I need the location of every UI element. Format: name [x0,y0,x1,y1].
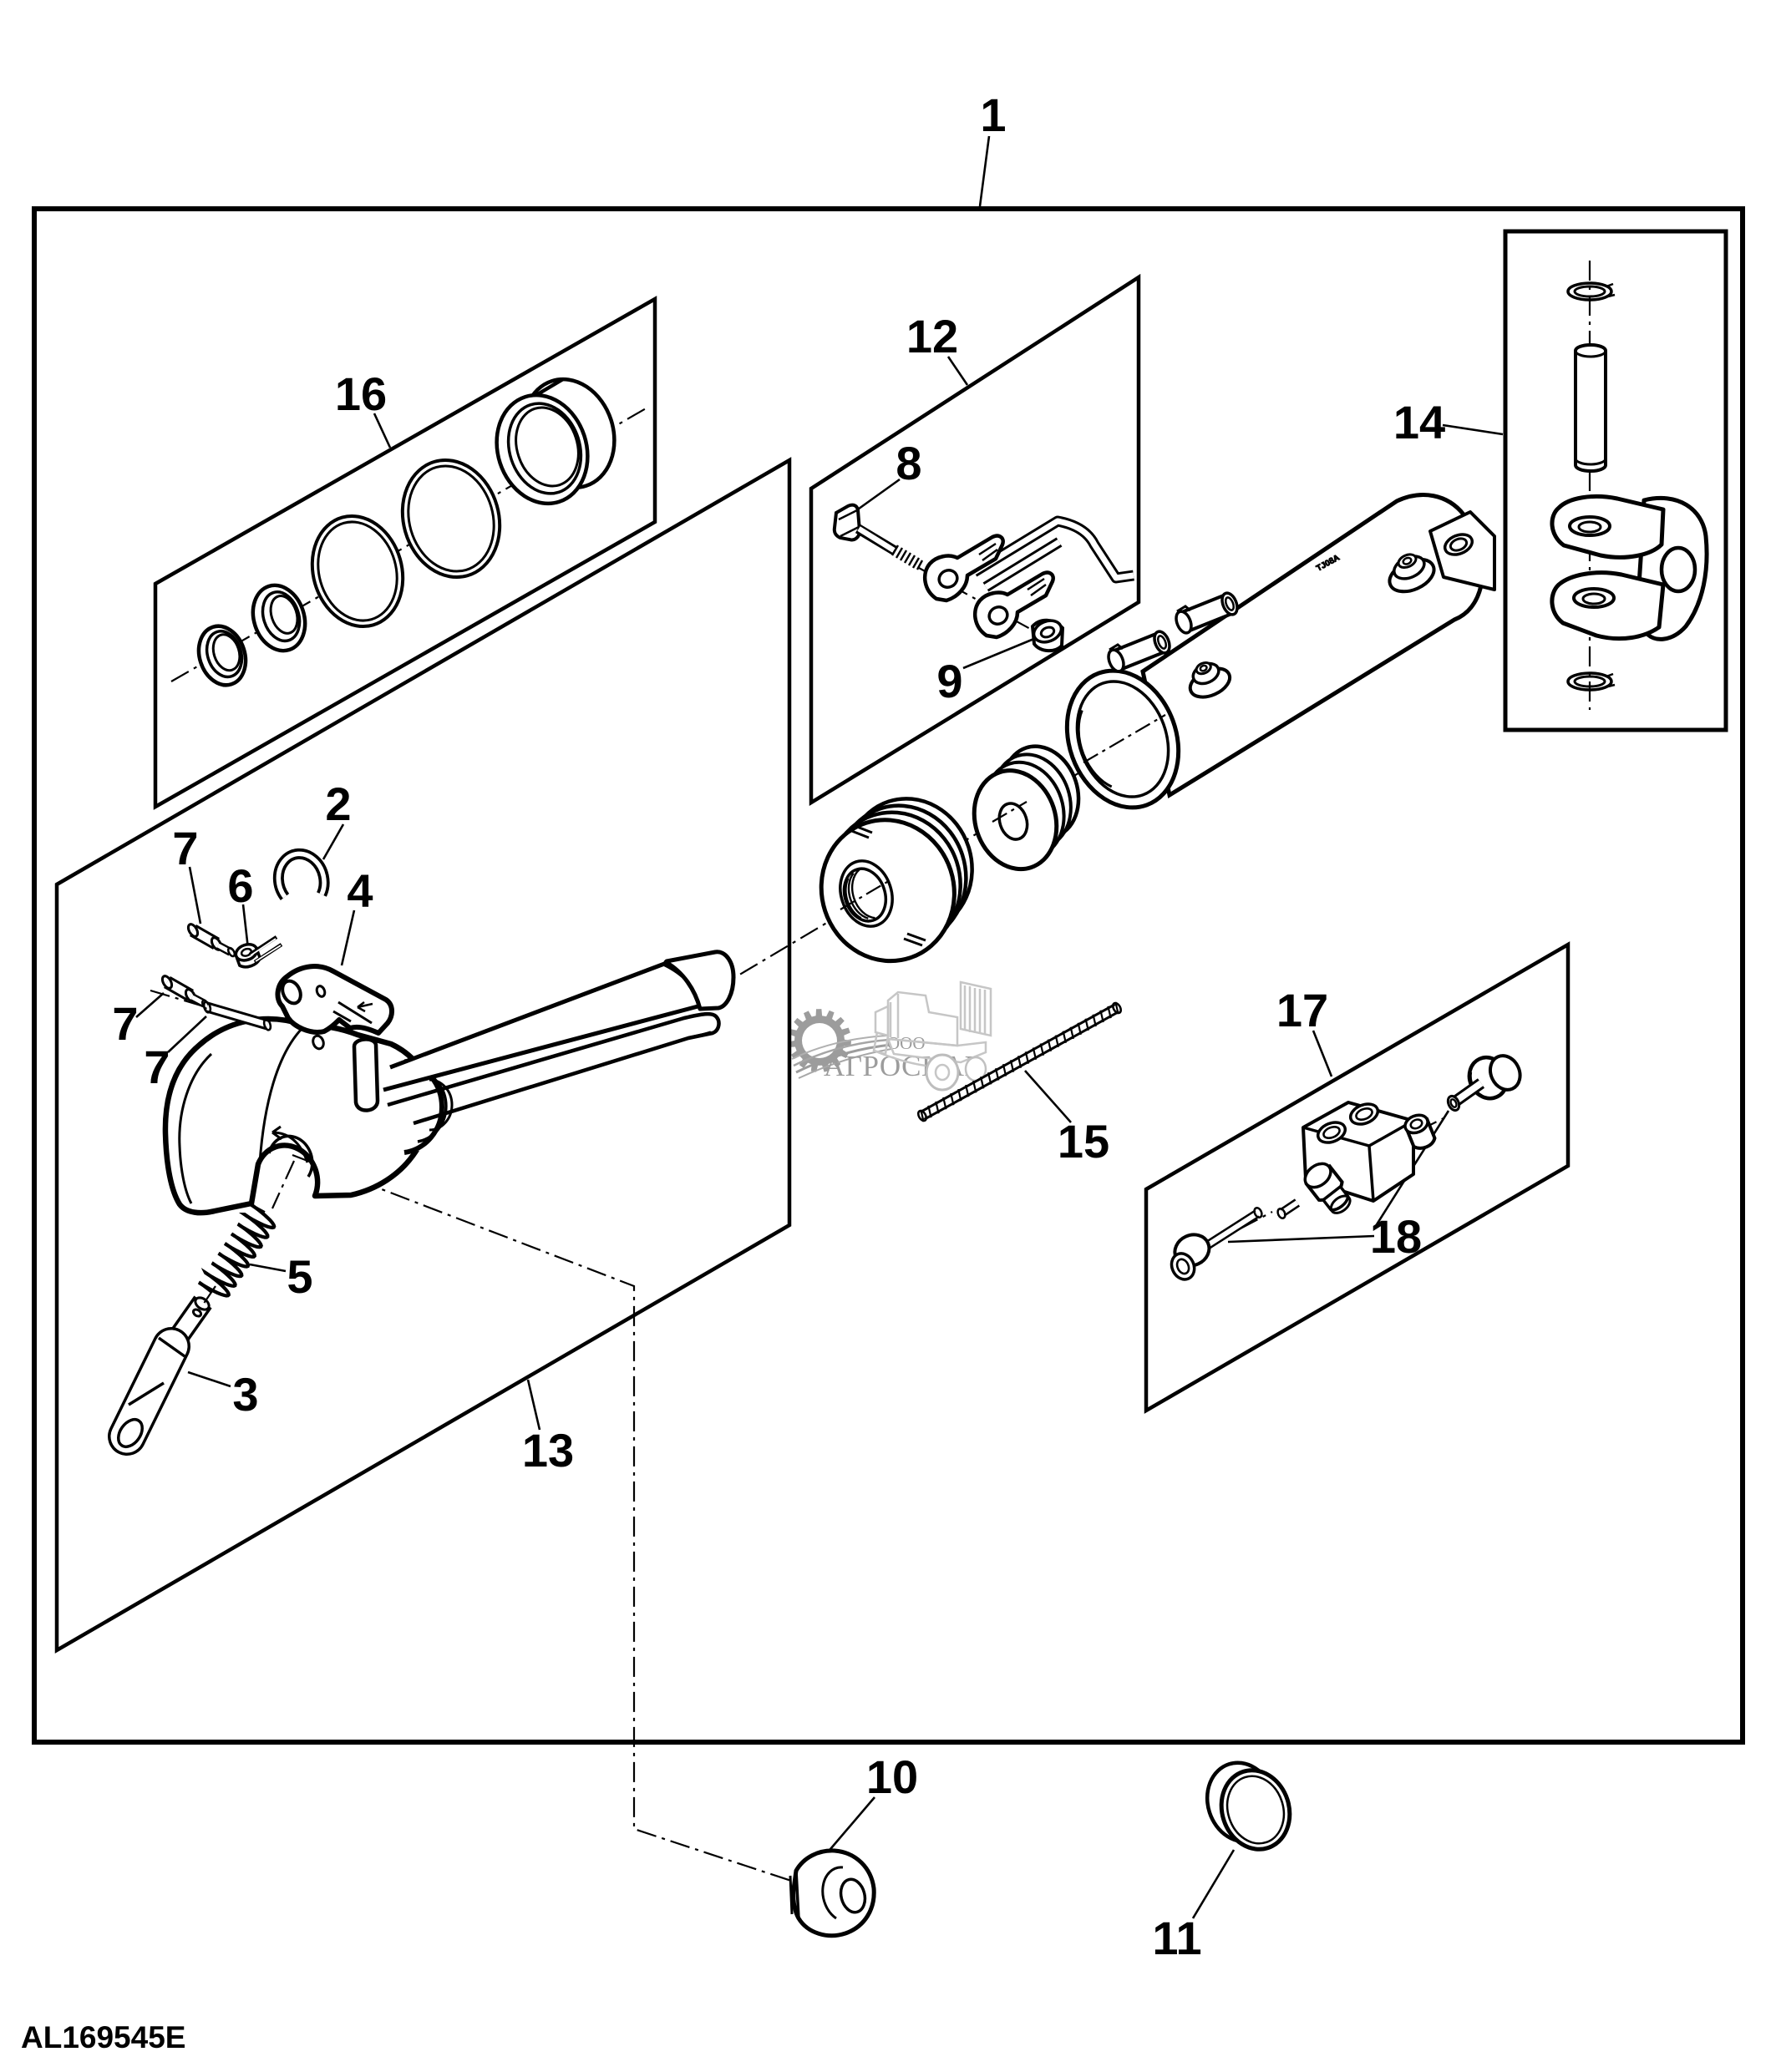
svg-text:17: 17 [1276,984,1328,1036]
svg-text:10: 10 [866,1750,918,1803]
svg-text:9: 9 [936,655,962,707]
svg-text:6: 6 [227,859,253,912]
svg-text:8: 8 [896,437,921,489]
svg-text:1: 1 [980,89,1006,141]
svg-text:13: 13 [522,1424,574,1477]
svg-text:4: 4 [347,864,373,917]
svg-text:AL169545E: AL169545E [21,2020,185,2054]
svg-text:3: 3 [232,1368,258,1421]
svg-text:12: 12 [906,310,958,362]
svg-text:14: 14 [1393,396,1445,448]
svg-text:2: 2 [325,778,351,830]
svg-text:7: 7 [144,1041,170,1093]
svg-text:OOO: OOO [887,1033,926,1053]
svg-text:7: 7 [172,822,198,874]
svg-text:7: 7 [112,997,138,1050]
svg-text:15: 15 [1058,1115,1109,1168]
svg-text:5: 5 [287,1250,312,1303]
svg-text:18: 18 [1370,1210,1422,1263]
svg-text:16: 16 [335,367,387,420]
svg-text:11: 11 [1152,1912,1201,1964]
